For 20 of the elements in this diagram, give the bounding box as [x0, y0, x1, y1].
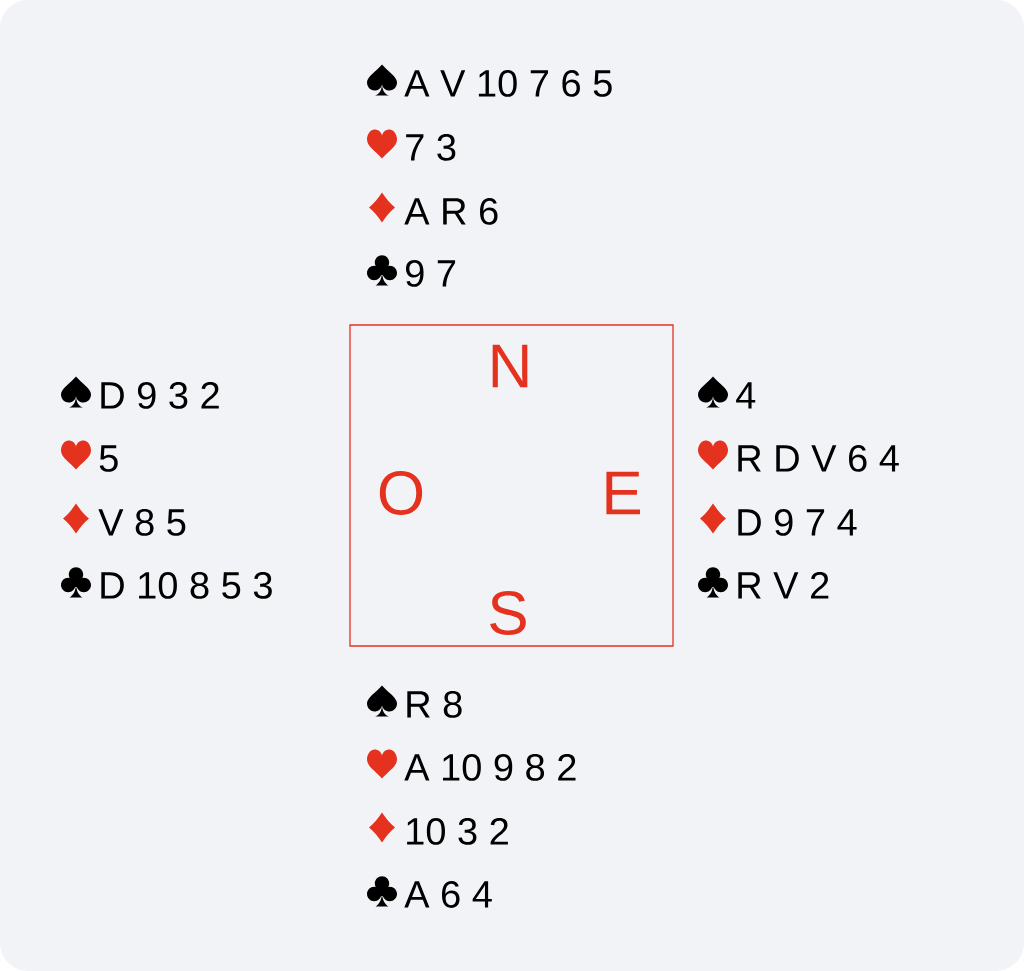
card-ranks: D 10 8 5 3 [101, 571, 272, 599]
compass-letter: S [490, 591, 526, 635]
card-ranks: D 9 7 4 [738, 508, 857, 536]
card-ranks: D 9 3 2 [101, 381, 219, 409]
card-ranks: R V 2 [738, 571, 829, 599]
card-ranks: 5 [99, 445, 118, 472]
card-ranks: A 6 4 [404, 880, 492, 908]
compass-letter: N [492, 344, 528, 388]
card-ranks: R D V 6 4 [738, 444, 899, 472]
compass-letter: E [606, 471, 640, 515]
card-ranks: A 10 9 8 2 [404, 753, 576, 781]
card-ranks: A V 10 7 6 5 [404, 69, 612, 97]
card-ranks: 7 3 [406, 133, 456, 161]
card-ranks: 4 [736, 382, 756, 409]
card-ranks: R 8 [407, 690, 462, 718]
compass-letter: O [379, 471, 423, 515]
card-ranks: 10 3 2 [407, 817, 508, 845]
card-ranks: 9 7 [406, 259, 456, 287]
card-ranks: A R 6 [404, 197, 498, 225]
card-ranks: V 8 5 [98, 508, 186, 536]
